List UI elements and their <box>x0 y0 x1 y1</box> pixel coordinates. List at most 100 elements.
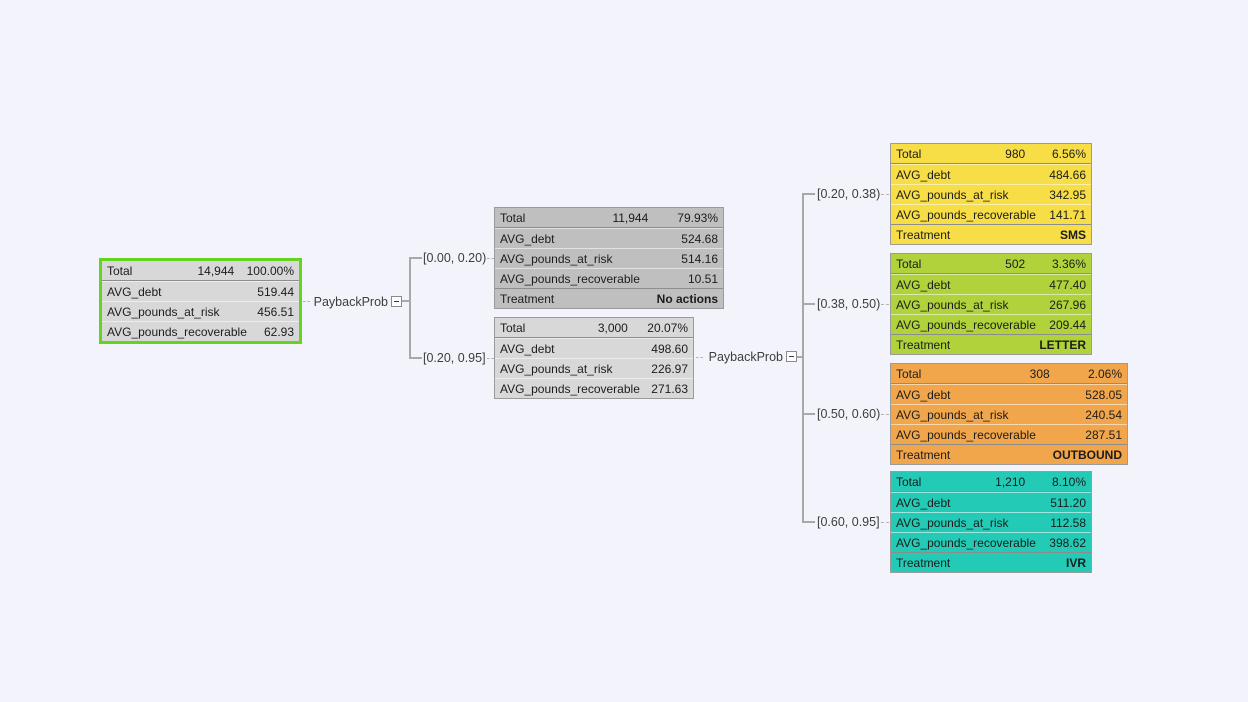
total-label: Total <box>107 263 133 278</box>
node-total-row: Total 1,210 8.10% <box>891 472 1091 492</box>
node-stat-row: AVG_pounds_at_risk 456.51 <box>102 301 299 321</box>
stat-value: 342.95 <box>1049 187 1086 202</box>
node-stat-row: AVG_pounds_at_risk 240.54 <box>891 404 1127 424</box>
edge-label-to-node <box>881 194 889 195</box>
stat-value: 511.20 <box>1050 495 1086 510</box>
stat-label: AVG_pounds_recoverable <box>500 381 640 396</box>
edge-icon-to-bracket <box>797 356 804 358</box>
edge-root-to-split <box>303 301 310 302</box>
stat-label: AVG_pounds_at_risk <box>896 515 1009 530</box>
branch-stub <box>802 193 815 195</box>
stat-label: AVG_pounds_at_risk <box>896 187 1009 202</box>
edge-label-to-node <box>881 414 889 415</box>
stat-value: 271.63 <box>651 381 688 396</box>
stat-value: 398.62 <box>1049 535 1086 550</box>
collapse-icon[interactable] <box>786 351 797 362</box>
node-stat-row: AVG_debt 477.40 <box>891 274 1091 294</box>
tree-node-root[interactable]: Total 14,944 100.00% AVG_debt 519.44 AVG… <box>99 258 302 344</box>
stat-value: 62.93 <box>263 324 294 339</box>
stat-value: 519.44 <box>257 284 294 299</box>
collapse-icon[interactable] <box>391 296 402 307</box>
node-stat-row: AVG_debt 484.66 <box>891 164 1091 184</box>
branch-stub <box>409 357 422 359</box>
node-stat-row: AVG_pounds_recoverable 209.44 <box>891 314 1091 334</box>
stat-value: 141.71 <box>1049 207 1086 222</box>
node-stat-row: AVG_pounds_at_risk 226.97 <box>495 358 693 378</box>
stat-label: AVG_debt <box>107 284 162 299</box>
stat-value: 226.97 <box>651 361 688 376</box>
total-percent: 6.56% <box>1051 146 1086 161</box>
stat-value: 240.54 <box>1085 407 1122 422</box>
node-stat-row: AVG_pounds_recoverable 398.62 <box>891 532 1091 552</box>
treatment-label: Treatment <box>500 291 555 306</box>
total-label: Total <box>500 210 526 225</box>
branch-interval-label: [0.38, 0.50) <box>817 297 881 311</box>
stat-label: AVG_debt <box>500 231 555 246</box>
node-stat-row: AVG_pounds_at_risk 112.58 <box>891 512 1091 532</box>
treatment-label: Treatment <box>896 227 951 242</box>
stat-label: AVG_debt <box>500 341 555 356</box>
treatment-label: Treatment <box>896 555 951 570</box>
total-percent: 79.93% <box>677 210 718 225</box>
branch-stub <box>802 303 815 305</box>
node-stat-row: AVG_debt 498.60 <box>495 338 693 358</box>
stat-label: AVG_pounds_recoverable <box>896 535 1036 550</box>
stat-label: AVG_pounds_at_risk <box>500 361 613 376</box>
tree-node-ivr[interactable]: Total 1,210 8.10% AVG_debt 511.20 AVG_po… <box>890 471 1092 573</box>
treatment-value: LETTER <box>1039 337 1086 352</box>
node-total-row: Total 308 2.06% <box>891 364 1127 384</box>
total-percent: 20.07% <box>647 320 688 335</box>
tree-node-no-actions[interactable]: Total 11,944 79.93% AVG_debt 524.68 AVG_… <box>494 207 724 309</box>
branch-bracket-line <box>802 193 804 523</box>
stat-label: AVG_pounds_recoverable <box>896 427 1036 442</box>
node-stat-row: AVG_pounds_recoverable 10.51 <box>495 268 723 288</box>
node-stat-row: AVG_pounds_at_risk 514.16 <box>495 248 723 268</box>
node-total-row: Total 3,000 20.07% <box>495 318 693 338</box>
treatment-label: Treatment <box>896 447 951 462</box>
total-count: 14,944 <box>197 263 235 278</box>
stat-value: 456.51 <box>257 304 294 319</box>
tree-node-sms[interactable]: Total 980 6.56% AVG_debt 484.66 AVG_poun… <box>890 143 1092 245</box>
node-stat-row: AVG_debt 524.68 <box>495 228 723 248</box>
stat-value: 528.05 <box>1085 387 1122 402</box>
stat-value: 287.51 <box>1085 427 1122 442</box>
stat-label: AVG_debt <box>896 167 951 182</box>
branch-stub <box>802 521 815 523</box>
treatment-label: Treatment <box>896 337 951 352</box>
total-count: 502 <box>1005 256 1026 271</box>
tree-node-letter[interactable]: Total 502 3.36% AVG_debt 477.40 AVG_poun… <box>890 253 1092 355</box>
stat-label: AVG_pounds_recoverable <box>500 271 640 286</box>
stat-label: AVG_pounds_recoverable <box>896 207 1036 222</box>
edge-icon-to-bracket <box>402 300 410 302</box>
stat-label: AVG_debt <box>896 387 951 402</box>
node-stat-row: AVG_pounds_recoverable 271.63 <box>495 378 693 398</box>
node-treatment-row: Treatment No actions <box>495 288 723 308</box>
stat-label: AVG_pounds_recoverable <box>107 324 247 339</box>
total-count: 308 <box>1029 366 1050 381</box>
stat-value: 267.96 <box>1049 297 1086 312</box>
total-percent: 100.00% <box>246 263 294 278</box>
node-total-row: Total 11,944 79.93% <box>495 208 723 228</box>
total-percent: 3.36% <box>1051 256 1086 271</box>
split-attribute-label: PaybackProb <box>313 295 388 309</box>
total-count: 3,000 <box>597 320 628 335</box>
split-attribute-label: PaybackProb <box>708 350 783 364</box>
tree-node-outbound[interactable]: Total 308 2.06% AVG_debt 528.05 AVG_poun… <box>890 363 1128 465</box>
total-label: Total <box>896 256 922 271</box>
node-stat-row: AVG_pounds_recoverable 141.71 <box>891 204 1091 224</box>
node-stat-row: AVG_pounds_recoverable 62.93 <box>102 321 299 341</box>
node-stat-row: AVG_pounds_at_risk 267.96 <box>891 294 1091 314</box>
total-label: Total <box>896 146 922 161</box>
branch-interval-label: [0.50, 0.60) <box>817 407 881 421</box>
treatment-value: OUTBOUND <box>1052 447 1122 462</box>
total-label: Total <box>896 474 922 489</box>
edge-label-to-node <box>881 522 889 523</box>
edge-node-to-split <box>696 357 703 358</box>
branch-interval-label: [0.20, 0.38) <box>817 187 881 201</box>
total-percent: 8.10% <box>1051 474 1086 489</box>
total-label: Total <box>896 366 922 381</box>
tree-node-second-parent[interactable]: Total 3,000 20.07% AVG_debt 498.60 AVG_p… <box>494 317 694 399</box>
treatment-value: No actions <box>656 291 718 306</box>
total-label: Total <box>500 320 526 335</box>
